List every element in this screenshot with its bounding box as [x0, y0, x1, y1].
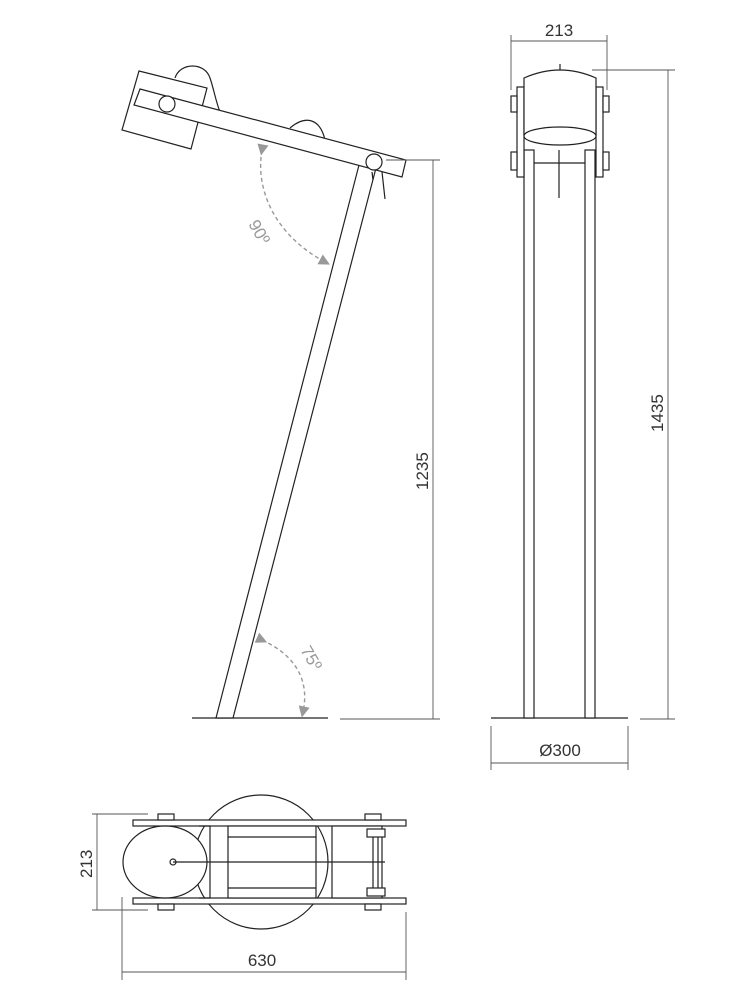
joint-pin — [371, 171, 374, 181]
joint-lever — [381, 171, 386, 200]
front-view: 213 1435 Ø300 — [490, 21, 675, 770]
bracket-right — [595, 86, 604, 178]
shade-opening — [523, 126, 597, 146]
head-angle-arc — [257, 143, 330, 265]
top-rail-upper — [132, 819, 407, 827]
joint-knob — [365, 153, 383, 171]
arm-pivot-circle — [158, 95, 176, 113]
side-arm — [133, 88, 407, 178]
front-height-dimension: 1435 — [648, 394, 667, 432]
base-angle-arc — [254, 632, 310, 718]
top-length-dimension: 630 — [248, 951, 276, 970]
front-width-dimension: 213 — [545, 21, 573, 40]
side-stem — [215, 164, 377, 719]
base-diameter-dimension: Ø300 — [539, 741, 581, 760]
top-rail-lower — [132, 897, 407, 905]
base-angle-label: 75º — [297, 643, 326, 674]
side-view: 90º 75º 1235 — [121, 65, 440, 720]
front-post-right — [584, 149, 596, 719]
head-angle-label: 90º — [245, 217, 274, 248]
cable-loop — [289, 119, 326, 141]
front-lamp-shade — [523, 69, 597, 136]
top-view: 213 630 — [77, 794, 407, 980]
front-post-left — [523, 149, 535, 719]
top-width-dimension: 213 — [77, 850, 96, 878]
bracket-left — [516, 86, 525, 178]
side-height-dimension: 1235 — [413, 452, 432, 490]
